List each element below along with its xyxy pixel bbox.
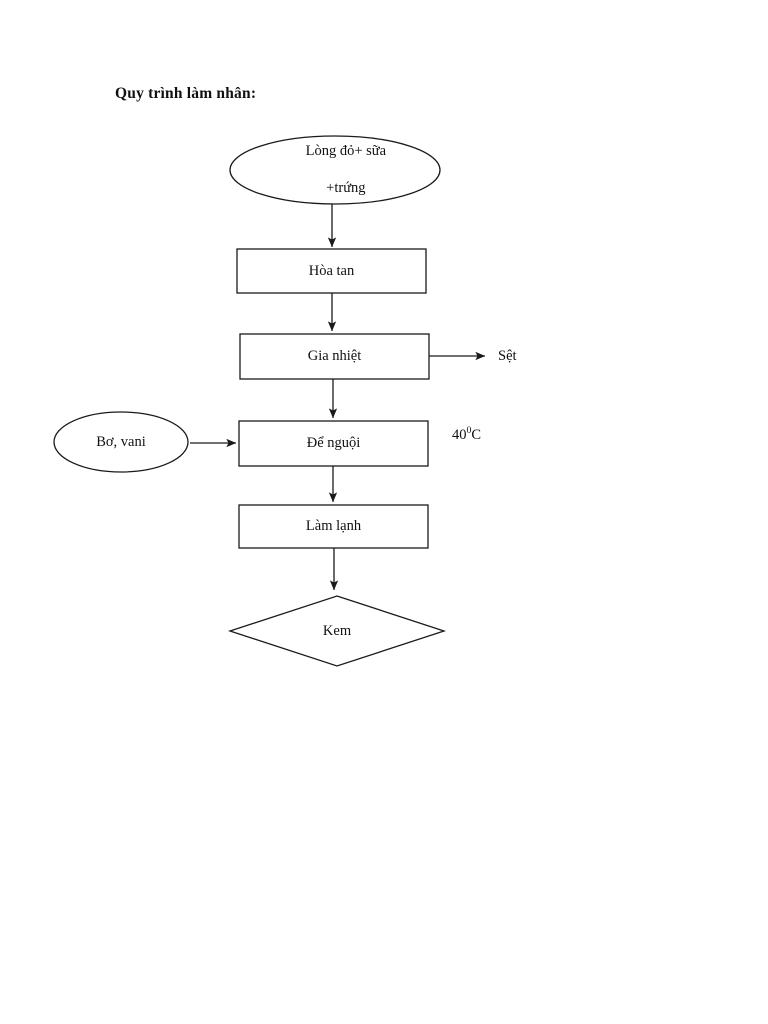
page-title: Quy trình làm nhân: bbox=[115, 85, 257, 102]
annotation-temperature: 400C bbox=[452, 425, 482, 444]
node-butter-vanilla-shape[interactable] bbox=[53, 411, 189, 473]
node-dissolve-shape[interactable] bbox=[236, 248, 427, 294]
node-cool-shape[interactable] bbox=[238, 420, 429, 467]
node-cream-shape[interactable] bbox=[227, 595, 447, 667]
node-heat-shape[interactable] bbox=[239, 333, 430, 380]
node-chill-shape[interactable] bbox=[238, 504, 429, 549]
annotation-temperature-degree: 0 bbox=[466, 425, 472, 437]
annotation-thick: Sệt bbox=[498, 348, 517, 364]
annotation-temperature-unit: C bbox=[471, 427, 482, 443]
node-egg-milk-shape[interactable] bbox=[229, 135, 441, 205]
annotation-temperature-value: 40 bbox=[452, 427, 467, 443]
